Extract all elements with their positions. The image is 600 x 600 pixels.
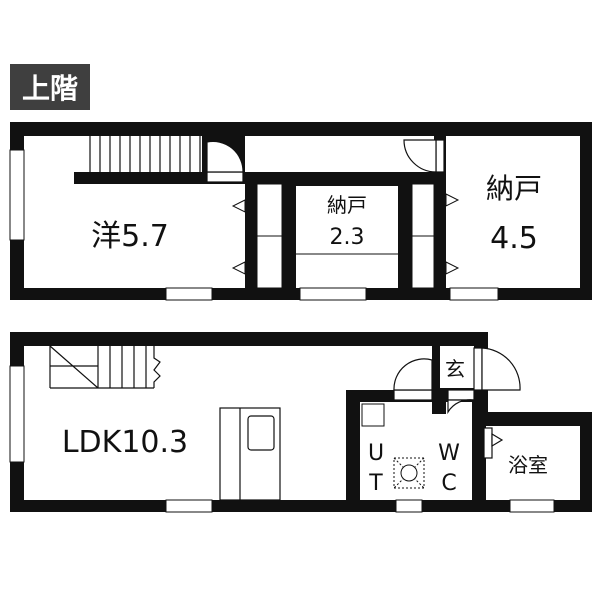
storage-large-floor — [446, 136, 580, 288]
storage-large-size: 4.5 — [490, 221, 538, 256]
washer-space — [361, 403, 425, 489]
entrance-wall — [432, 346, 440, 392]
storage-small-floor — [296, 186, 398, 288]
ut-label-u: U — [368, 441, 384, 466]
upper-windows — [9, 149, 499, 301]
entrance-label: 玄 — [445, 357, 465, 381]
upper-doors — [206, 139, 445, 183]
storage-small-size: 2.3 — [330, 225, 365, 250]
lower-doors — [393, 347, 521, 459]
bedroom-floor — [24, 136, 245, 288]
closet-wall-left — [245, 184, 257, 288]
ldk-label: LDK10.3 — [62, 425, 188, 460]
bedroom-label: 洋5.7 — [91, 219, 169, 254]
wc-label-c: C — [441, 471, 456, 496]
upper-stairs — [89, 136, 201, 172]
ut-wall-left — [346, 390, 360, 512]
ut-wall-right — [472, 388, 486, 512]
closet-wall-right2 — [434, 172, 446, 288]
bathroom-label: 浴室 — [508, 453, 548, 477]
entrance-floor — [436, 346, 474, 388]
lower-floor: LDK10.3 玄 浴室 U T W C — [9, 332, 592, 513]
closet-wall-right — [398, 172, 412, 288]
wc-label-w: W — [438, 441, 460, 466]
lower-stair-area — [24, 346, 164, 388]
hall-wall-right — [398, 172, 446, 184]
closet-door-marks — [231, 193, 460, 275]
ut-wall-top2 — [432, 390, 446, 414]
ut-wall-top — [346, 390, 394, 402]
bath-floor — [486, 426, 580, 500]
hall-floor — [245, 136, 400, 172]
kitchen-counter — [219, 407, 281, 501]
ut-label-t: T — [368, 471, 383, 496]
closet-wall-mid — [282, 172, 296, 288]
lower-windows — [9, 365, 555, 513]
hall-wall — [245, 172, 296, 184]
lower-stairs — [49, 345, 161, 389]
floor-badge-label: 上階 — [22, 72, 78, 105]
floor-badge — [10, 64, 90, 110]
upper-floor: 洋5.7 納戸 2.3 納戸 4.5 — [9, 122, 592, 301]
storage-large-name: 納戸 — [486, 172, 542, 205]
storage-small-name: 納戸 — [327, 193, 367, 217]
